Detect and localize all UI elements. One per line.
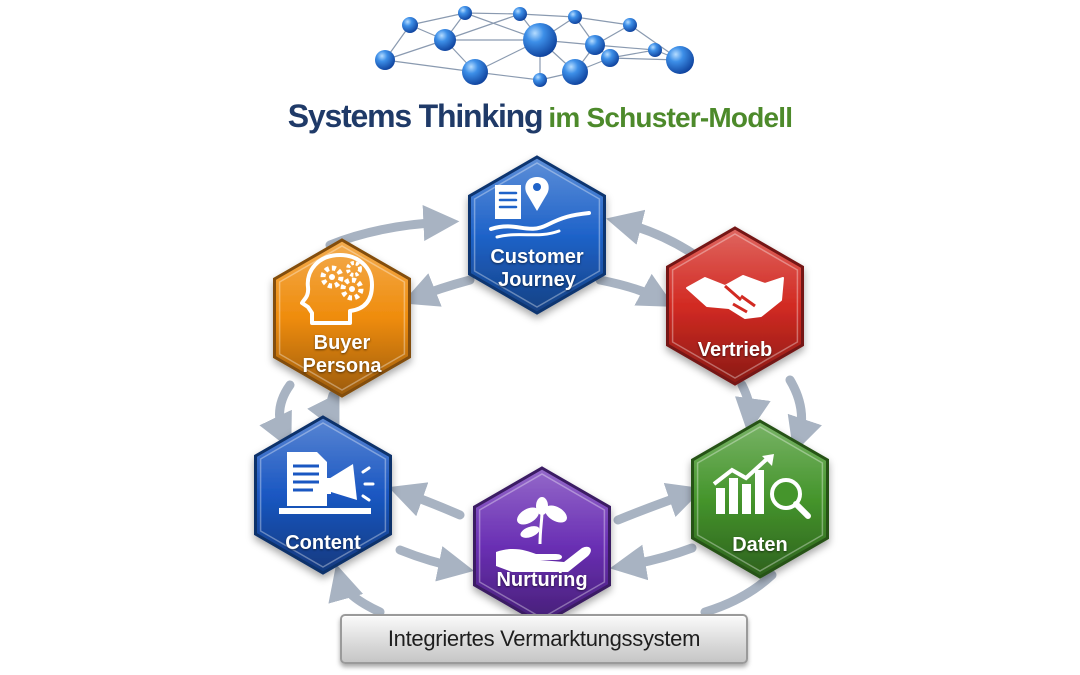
head-gears-icon (300, 253, 374, 325)
network-edge (384, 59, 476, 73)
arrow-bottom-right-loop (700, 570, 777, 617)
arrow-nurturing-to-content (388, 482, 465, 520)
footer-banner: Integriertes Vermarktungssystem (340, 614, 748, 664)
network-node (523, 23, 557, 57)
arrow-nurturing-to-daten (613, 482, 704, 525)
network-node (533, 73, 547, 87)
network-edge (519, 13, 576, 18)
map-pin-icon (489, 177, 591, 239)
network-edge (464, 12, 521, 15)
network-node (666, 46, 694, 74)
network-node (601, 49, 619, 67)
network-node (623, 18, 637, 32)
arrow-content-to-nurturing (395, 545, 475, 582)
arrow-persona-to-content-outer (259, 380, 295, 450)
network-node (458, 6, 472, 20)
network-node (585, 35, 605, 55)
network-edge (594, 44, 656, 51)
network-node (375, 50, 395, 70)
network-node (568, 10, 582, 24)
arrow-bottom-left-loop (328, 564, 385, 617)
hexagon-inner-rim (696, 426, 824, 572)
network-node (648, 43, 662, 57)
hexagon-buyer-persona (273, 238, 411, 398)
network-edge (409, 12, 466, 26)
arrow-vertrieb-to-journey (606, 209, 700, 260)
bar-chart-magnifier-icon (712, 454, 811, 519)
arrow-vertrieb-to-daten-inner (735, 380, 771, 435)
arrow-persona-to-content-inner (307, 390, 340, 433)
hexagon-nurturing (473, 466, 611, 626)
arrow-journey-to-persona (401, 273, 475, 307)
title-sub: im Schuster-Modell (548, 102, 793, 133)
title-main: Systems Thinking (287, 98, 544, 134)
arrow-daten-to-nurturing (609, 543, 697, 581)
network-node (562, 59, 588, 85)
network-edge (574, 16, 631, 26)
hexagon-inner-rim (473, 162, 601, 308)
arrow-journey-to-vertrieb (595, 273, 675, 307)
footer-label: Integriertes Vermarktungssystem (387, 626, 701, 651)
handshake-icon (686, 275, 784, 319)
hexagon-inner-rim (278, 245, 406, 391)
network-edge (444, 13, 521, 41)
hand-plant-icon (496, 497, 591, 572)
arrow-vertrieb-to-daten-outer (785, 375, 822, 454)
network-node (402, 17, 418, 33)
network-node (513, 7, 527, 21)
hexagon-inner-rim (259, 422, 387, 568)
document-megaphone-icon (279, 452, 375, 514)
network-graph-logo (375, 6, 694, 87)
hexagon-inner-rim (671, 233, 799, 379)
network-node (434, 29, 456, 51)
network-node (462, 59, 488, 85)
